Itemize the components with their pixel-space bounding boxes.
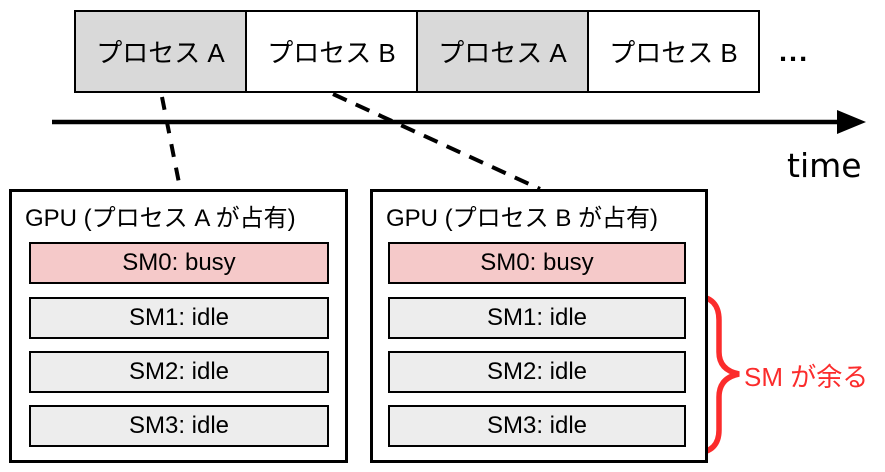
dashed-connector-process-b — [332, 92, 541, 191]
timeline-slot-label: プロセス B — [267, 38, 396, 68]
timeline-slot-process-a-1: プロセス A — [74, 10, 247, 93]
timeline-ellipsis: ... — [779, 36, 810, 68]
gpu-box-process-a: GPU (プロセス A が占有) SM0: busy SM1: idle SM2… — [9, 189, 348, 463]
timeline-slot-label: プロセス A — [438, 38, 567, 68]
time-axis-arrowhead-icon — [837, 110, 866, 134]
timeline-slot-process-b-2: プロセス B — [587, 10, 760, 93]
gpu-title: GPU (プロセス B が占有) — [386, 205, 659, 232]
sm-row-sm3: SM3: idle — [29, 405, 329, 447]
dashed-connector-process-a — [160, 96, 182, 189]
sm-row-sm2: SM2: idle — [388, 351, 686, 393]
sm-row-sm1: SM1: idle — [388, 297, 686, 339]
timeline-slot-process-b-1: プロセス B — [245, 10, 418, 93]
gpu-box-process-b: GPU (プロセス B が占有) SM0: busy SM1: idle SM2… — [370, 189, 708, 463]
timeline-slot-label: プロセス A — [96, 38, 225, 68]
timeline-slot-process-a-2: プロセス A — [416, 10, 589, 93]
sm-row-sm0: SM0: busy — [29, 242, 329, 284]
gpu-title: GPU (プロセス A が占有) — [25, 205, 296, 232]
sm-row-sm3: SM3: idle — [388, 405, 686, 447]
time-axis-label: time — [787, 146, 862, 185]
sm-row-sm0: SM0: busy — [388, 242, 686, 284]
timeline-slot-label: プロセス B — [609, 38, 738, 68]
sm-row-sm2: SM2: idle — [29, 351, 329, 393]
annotation-label: SM が余る — [744, 362, 869, 392]
sm-row-sm1: SM1: idle — [29, 297, 329, 339]
